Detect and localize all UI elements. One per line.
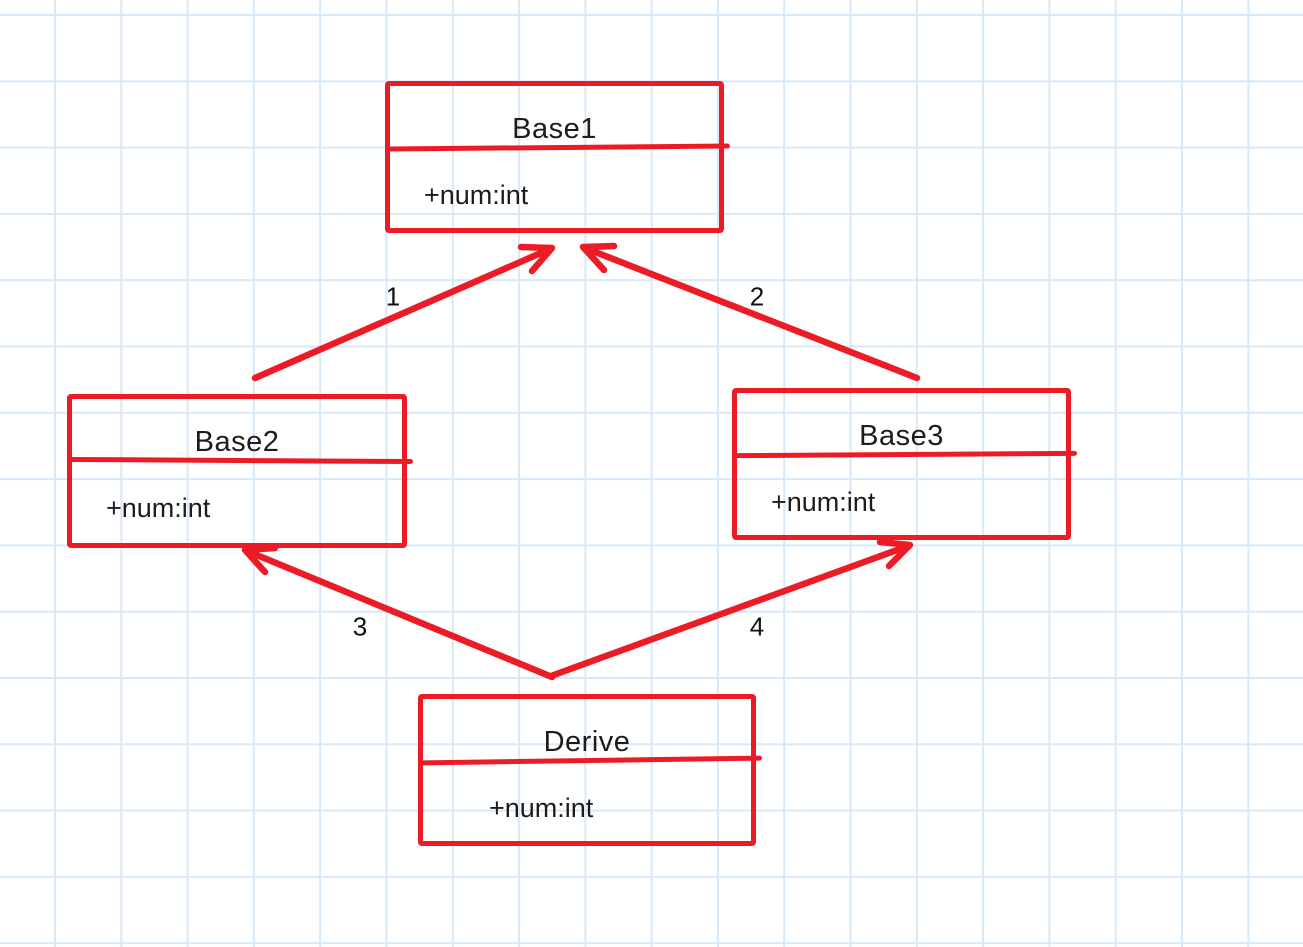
edge-label-2[interactable]: 2 [749, 281, 765, 312]
class-box-base1[interactable]: Base1 +num:int [385, 81, 731, 233]
class-attribute: +num:int [106, 493, 211, 523]
class-divider [734, 450, 1078, 459]
inheritance-arrow-3[interactable] [241, 544, 556, 681]
edge-label-3[interactable]: 3 [352, 611, 368, 642]
class-name: Base2 [194, 426, 280, 458]
inheritance-arrow-2[interactable] [579, 242, 921, 382]
class-box-derive[interactable]: Derive +num:int [418, 694, 763, 846]
class-divider [69, 456, 414, 465]
edge-label-1[interactable]: 1 [385, 281, 401, 312]
class-attribute: +num:int [771, 487, 876, 517]
inheritance-arrow-1[interactable] [251, 243, 556, 382]
class-name: Derive [543, 726, 631, 758]
class-name: Base1 [512, 113, 597, 145]
class-box-base2[interactable]: Base2 +num:int [67, 394, 414, 548]
class-box-base3[interactable]: Base3 +num:int [732, 388, 1078, 540]
class-name: Base3 [859, 420, 944, 452]
inheritance-arrow-4[interactable] [547, 538, 914, 680]
edge-label-4[interactable]: 4 [749, 611, 765, 642]
class-attribute: +num:int [424, 180, 529, 210]
class-attribute: +num:int [489, 793, 594, 823]
